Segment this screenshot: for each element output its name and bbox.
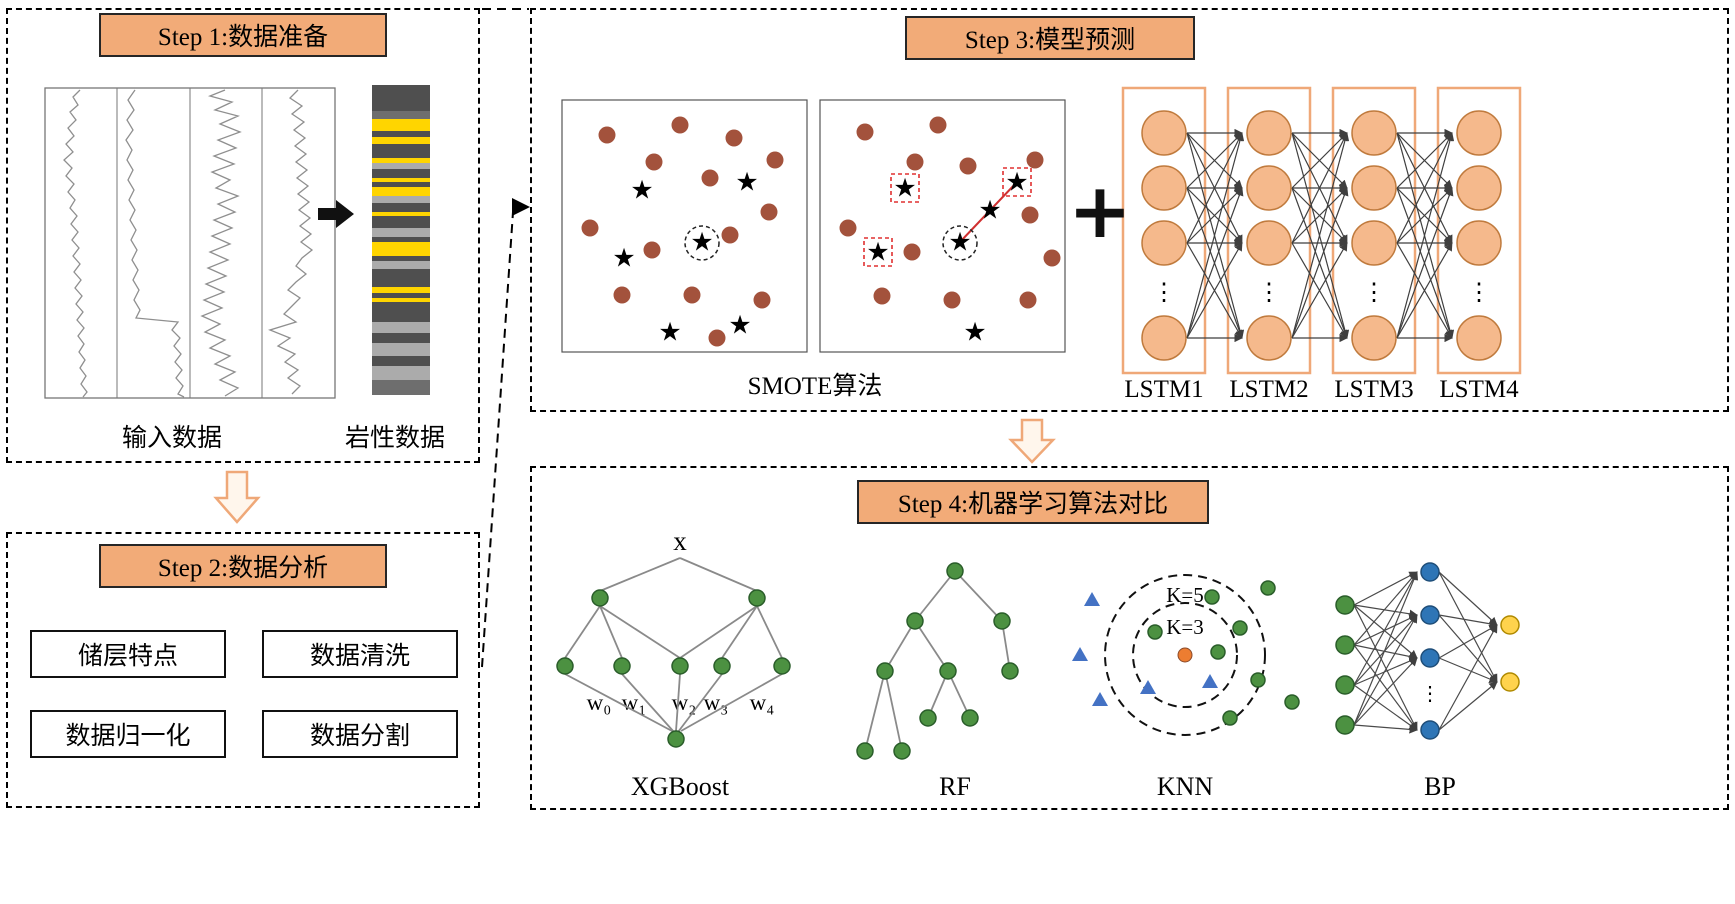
- lithology-column: [372, 85, 430, 395]
- step2-box-reservoir: 储层特点: [30, 630, 226, 678]
- litho-stripe: [372, 202, 430, 212]
- connector-arrowhead-icon: [512, 198, 530, 216]
- litho-stripe: [372, 195, 430, 203]
- litho-stripe: [372, 261, 430, 270]
- input-data-label: 输入数据: [121, 425, 222, 452]
- step2-box-cleaning: 数据清洗: [262, 630, 458, 678]
- litho-stripe: [372, 162, 430, 169]
- litho-stripe: [372, 287, 430, 294]
- litho-stripe: [372, 168, 430, 178]
- step4-header: Step 4:机器学习算法对比: [857, 480, 1209, 524]
- litho-stripe: [372, 227, 430, 237]
- litho-stripe: [372, 186, 430, 196]
- step1-panel: [6, 8, 480, 463]
- step2-panel: [6, 532, 480, 808]
- litho-stripe: [372, 380, 430, 395]
- litho-stripe: [372, 143, 430, 158]
- step4-panel: [530, 466, 1729, 810]
- litho-stripe: [372, 211, 430, 216]
- step2-title: Step 2:数据分析: [157, 555, 329, 582]
- step4-title: Step 4:机器学习算法对比: [897, 491, 1169, 518]
- step2-box-splitting: 数据分割: [262, 710, 458, 758]
- litho-stripe: [372, 85, 430, 111]
- litho-stripe: [372, 356, 430, 367]
- step1-to-step2-arrow-icon: [213, 470, 261, 524]
- litho-stripe: [372, 298, 430, 303]
- connector-step2-step3: [481, 211, 514, 668]
- litho-stripe: [372, 236, 430, 242]
- xgboost-label: XGBoost: [630, 772, 730, 801]
- litho-stripe: [372, 181, 430, 187]
- bp-label: BP: [1424, 772, 1456, 801]
- litho-stripe: [372, 343, 430, 357]
- litho-stripe: [372, 177, 430, 182]
- litho-stripe: [372, 118, 430, 131]
- step2-box-label: 数据归一化: [65, 723, 191, 750]
- litho-stripe: [372, 215, 430, 228]
- litho-stripe: [372, 241, 430, 257]
- step3-header: Step 3:模型预测: [905, 16, 1195, 60]
- step3-to-step4-arrow-icon: [1008, 418, 1056, 464]
- step2-box-label: 数据清洗: [309, 643, 410, 670]
- step2-header: Step 2:数据分析: [99, 544, 387, 588]
- step1-title: Step 1:数据准备: [157, 24, 329, 51]
- litho-stripe: [372, 130, 430, 137]
- smote-label: SMOTE算法: [747, 373, 883, 400]
- litho-stripe: [372, 302, 430, 323]
- litho-stripe: [372, 110, 430, 119]
- litho-stripe: [372, 269, 430, 288]
- litho-stripe: [372, 136, 430, 144]
- step2-box-label: 储层特点: [77, 643, 178, 670]
- step2-box-normalization: 数据归一化: [30, 710, 226, 758]
- step3-panel: [530, 8, 1729, 412]
- litho-stripe: [372, 256, 430, 262]
- step3-title: Step 3:模型预测: [964, 27, 1136, 54]
- step1-header: Step 1:数据准备: [99, 13, 387, 57]
- litho-stripe: [372, 322, 430, 334]
- rf-label: RF: [939, 772, 971, 801]
- lstm2-label: LSTM2: [1229, 376, 1309, 403]
- litho-stripe: [372, 333, 430, 344]
- litho-stripe: [372, 157, 430, 163]
- knn-label: KNN: [1156, 772, 1214, 801]
- lstm1-label: LSTM1: [1124, 376, 1204, 403]
- litho-stripe: [372, 293, 430, 299]
- lstm3-label: LSTM3: [1334, 376, 1414, 403]
- plus-icon: +: [1068, 166, 1132, 255]
- lithology-data-label: 岩性数据: [344, 425, 445, 452]
- step2-box-label: 数据分割: [309, 723, 410, 750]
- litho-stripe: [372, 366, 430, 381]
- lstm4-label: LSTM4: [1439, 376, 1519, 403]
